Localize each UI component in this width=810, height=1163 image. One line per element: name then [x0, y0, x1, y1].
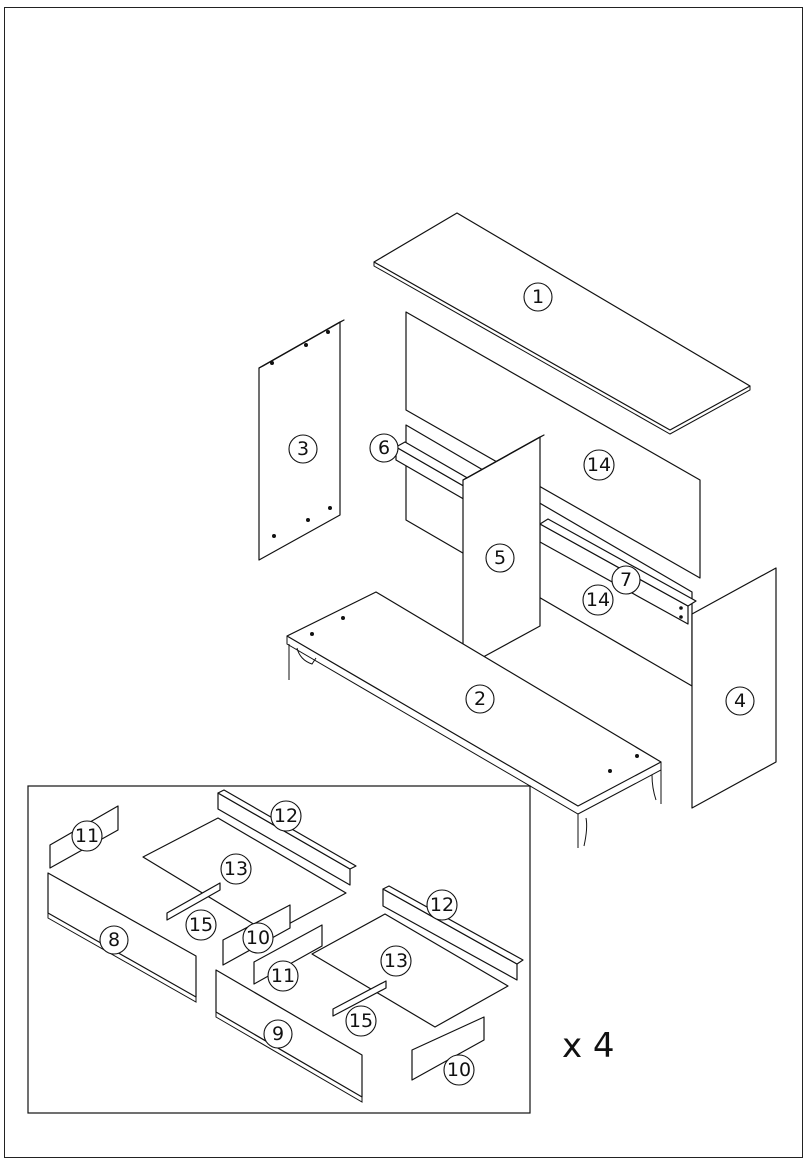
callout-part-4: 4 [725, 686, 755, 716]
callout-label: 1 [532, 286, 544, 308]
callout-part-5: 5 [485, 543, 515, 573]
callout-label: 3 [297, 438, 309, 460]
callout-label: 2 [474, 688, 486, 710]
callout-label: 11 [271, 965, 295, 987]
callout-part-15-a: 15 [185, 909, 217, 941]
callout-part-14-upper: 14 [583, 449, 615, 481]
callout-label: 14 [586, 589, 610, 611]
callout-part-11-b: 11 [267, 960, 299, 992]
callout-part-6: 6 [369, 433, 399, 463]
callout-label: 13 [224, 858, 248, 880]
page-border [4, 7, 803, 1158]
callout-label: 8 [108, 929, 120, 951]
callout-label: 12 [430, 894, 454, 916]
callout-part-2: 2 [465, 684, 495, 714]
callout-label: 9 [272, 1023, 284, 1045]
callout-part-14-lower: 14 [582, 584, 614, 616]
drawer-inset-frame [27, 785, 531, 1114]
callout-part-13-b: 13 [380, 945, 412, 977]
callout-label: 11 [75, 825, 99, 847]
callout-part-12-b: 12 [426, 889, 458, 921]
callout-part-10-b: 10 [443, 1054, 475, 1086]
callout-label: 15 [189, 914, 213, 936]
callout-part-15-b: 15 [345, 1005, 377, 1037]
callout-label: 14 [587, 454, 611, 476]
callout-part-3: 3 [288, 434, 318, 464]
callout-label: 7 [620, 569, 632, 591]
part-top-panel [373, 212, 751, 435]
callout-label: 5 [494, 547, 506, 569]
callout-part-1: 1 [523, 282, 553, 312]
callout-label: 12 [274, 805, 298, 827]
callout-label: 4 [734, 690, 746, 712]
callout-label: 10 [447, 1059, 471, 1081]
callout-part-10-a: 10 [242, 922, 274, 954]
drawer-assembly-right [215, 885, 524, 1103]
callout-label: 15 [349, 1010, 373, 1032]
callout-label: 13 [384, 950, 408, 972]
drawer-assembly-left [47, 789, 357, 1003]
part-back-panel-upper [405, 311, 701, 579]
callout-label: 10 [246, 927, 270, 949]
callout-part-7: 7 [611, 565, 641, 595]
callout-part-9: 9 [263, 1019, 293, 1049]
callout-part-13-a: 13 [220, 853, 252, 885]
drawer-quantity-multiplier: x 4 [562, 1026, 615, 1066]
callout-part-8: 8 [99, 925, 129, 955]
callout-label: 6 [378, 437, 390, 459]
callout-part-11-a: 11 [71, 820, 103, 852]
callout-part-12-a: 12 [270, 800, 302, 832]
